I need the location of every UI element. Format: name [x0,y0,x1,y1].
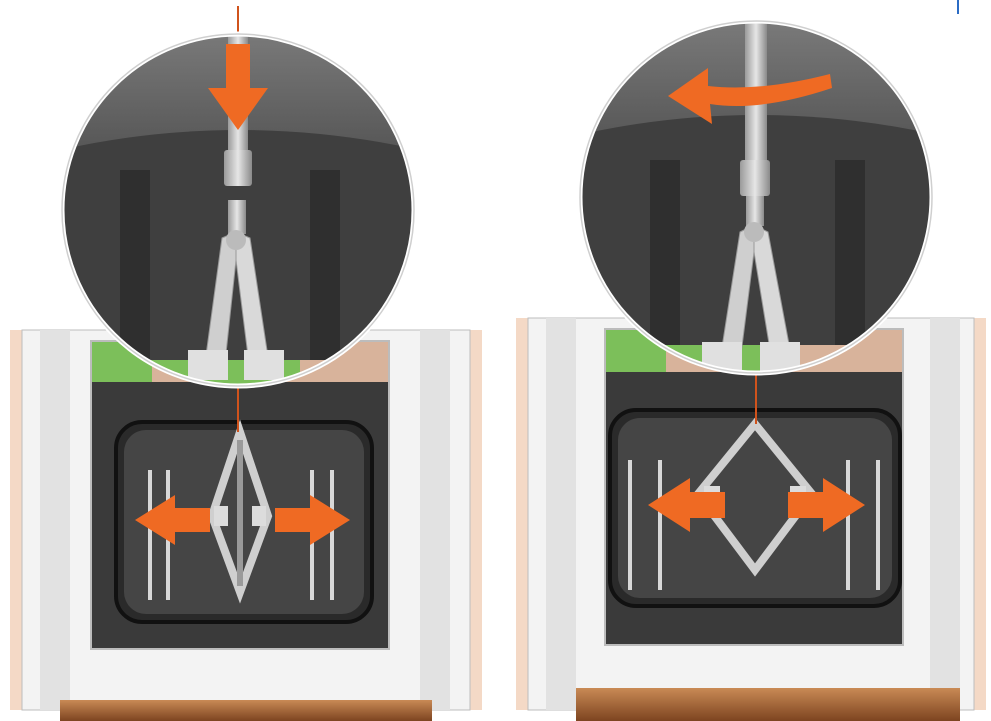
frame-post-r2 [930,318,960,710]
frame-post-r [420,330,450,710]
frame-post-l2 [546,318,576,710]
floor-left [60,700,432,721]
floor-right [576,688,960,721]
frame-post-l [40,330,70,710]
